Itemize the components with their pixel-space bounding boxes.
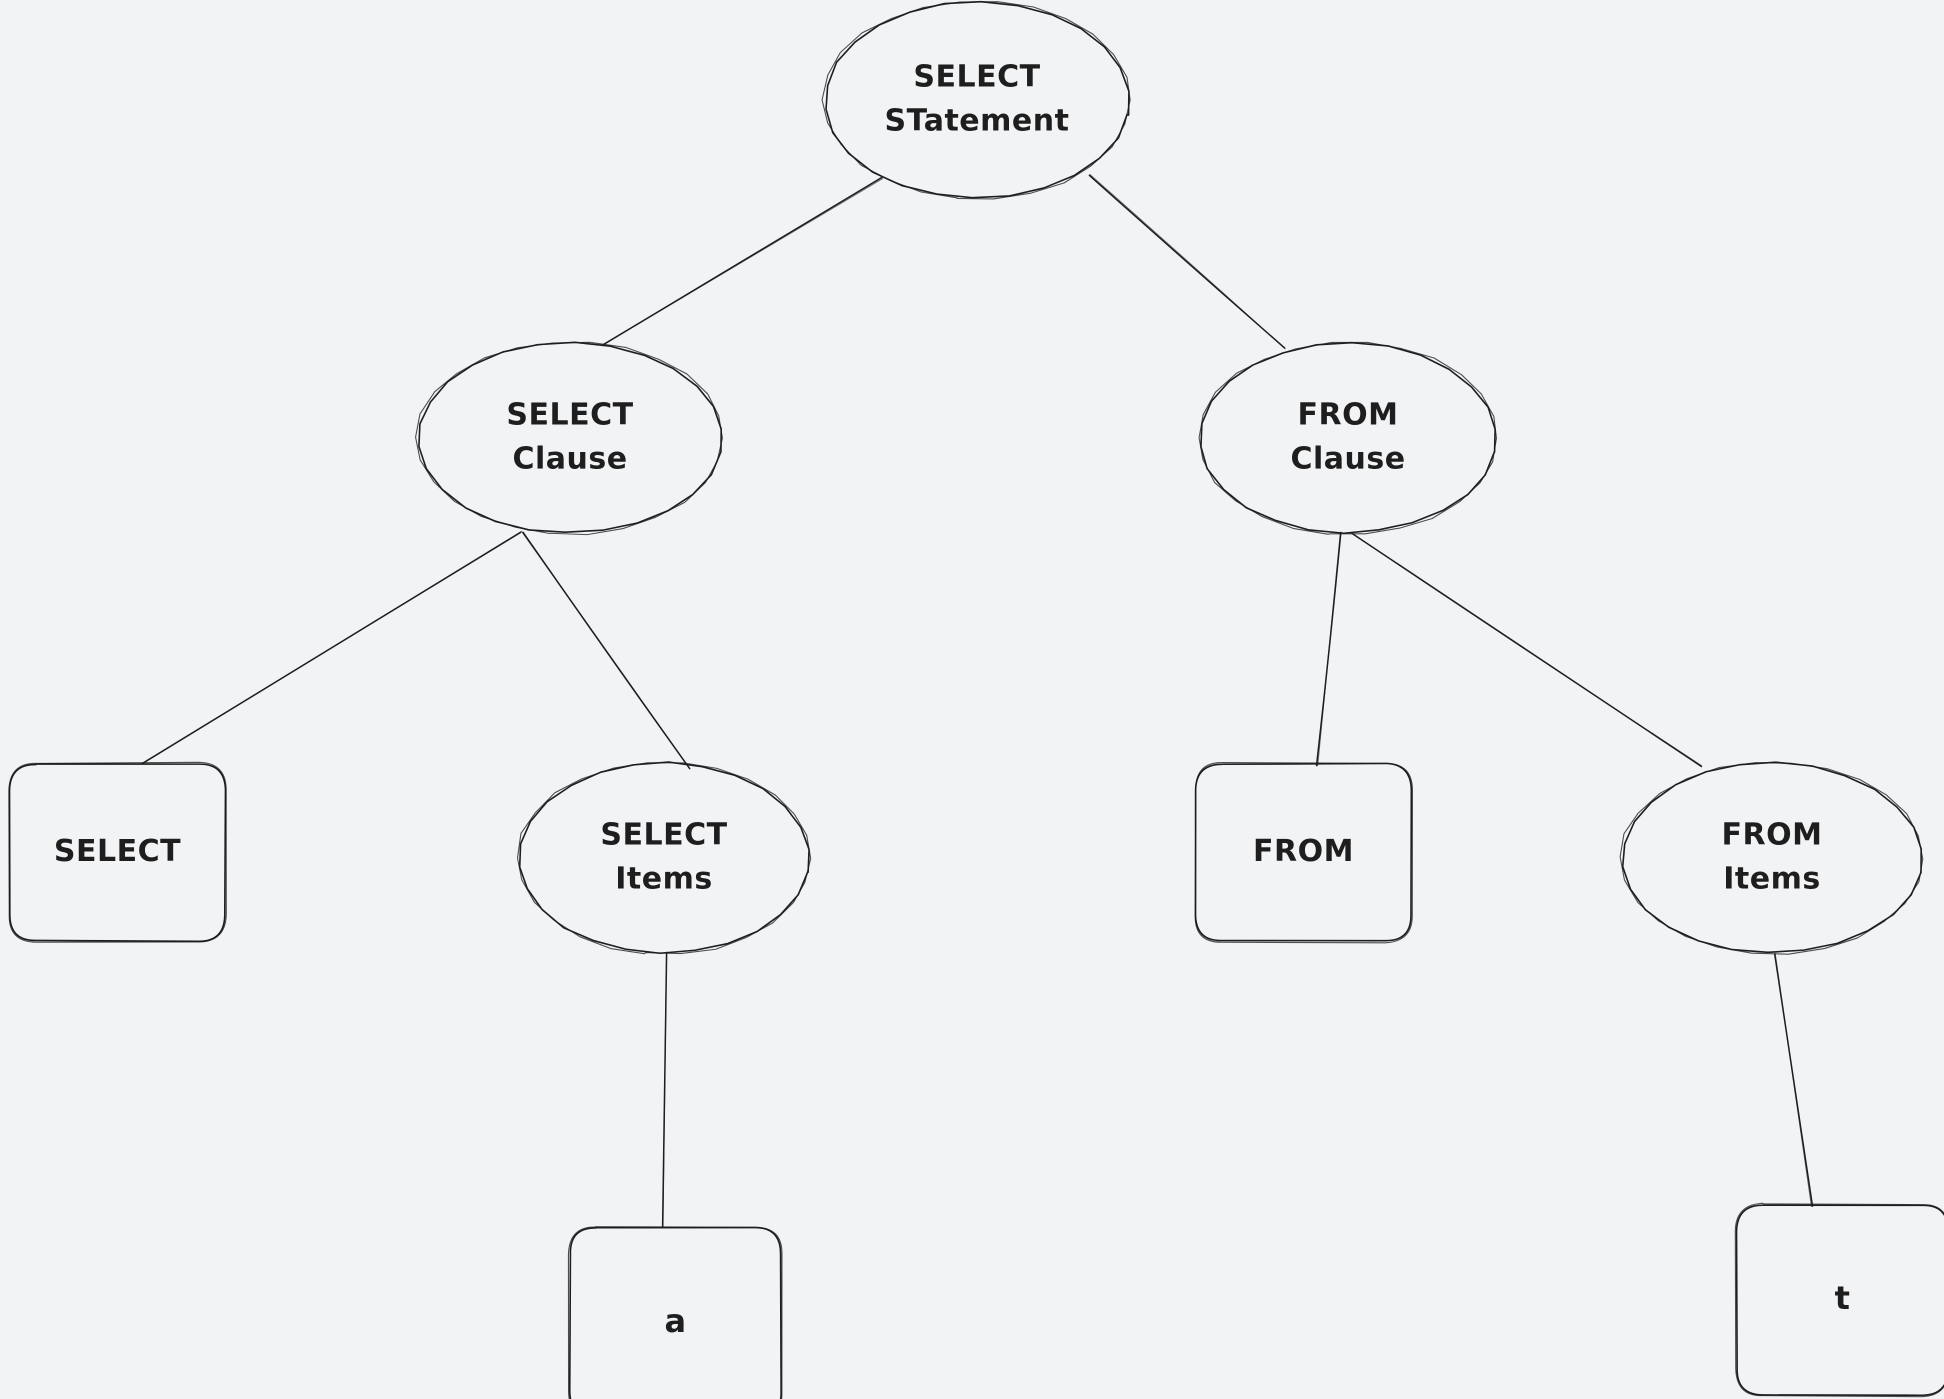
node-from-clause[interactable]: FROM Clause	[1198, 341, 1497, 535]
node-label-line2: Items	[1723, 862, 1820, 897]
node-outline-primary	[568, 1226, 782, 1399]
node-outline-secondary	[516, 762, 812, 955]
node-label-line1: SELECT	[506, 398, 633, 433]
node-outline-secondary	[567, 1226, 783, 1399]
edge-from-clause-to-from-terminal	[1315, 531, 1342, 767]
node-leaf-t[interactable]: t	[1734, 1202, 1944, 1398]
node-label-line1: SELECT	[600, 818, 727, 853]
node-outline-secondary	[1734, 1202, 1944, 1398]
edge-from-items-to-leaf-t	[1774, 952, 1814, 1207]
node-outline-primary	[825, 0, 1130, 199]
edge-root-to-select-clause	[602, 176, 884, 346]
edge-stroke-secondary	[1089, 173, 1286, 350]
edge-stroke-secondary	[1774, 952, 1812, 1207]
edge-select-clause-to-select-terminal	[141, 530, 523, 765]
node-label-line1: SELECT	[54, 834, 181, 869]
node-outline-secondary	[821, 1, 1131, 200]
node-outline-primary	[1735, 1204, 1944, 1397]
edge-select-clause-to-select-items	[521, 531, 691, 770]
edge-from-clause-to-from-items	[1351, 532, 1703, 768]
node-outline-primary	[1200, 341, 1496, 535]
edge-stroke-secondary	[1317, 531, 1341, 767]
node-outline-secondary	[8, 761, 227, 943]
edges-layer	[141, 173, 1814, 1229]
node-outline-primary	[418, 341, 723, 534]
edge-stroke-secondary	[662, 953, 667, 1228]
node-select-clause[interactable]: SELECT Clause	[415, 341, 723, 536]
node-label-line1: a	[664, 1302, 686, 1340]
nodes-layer: SELECTSTatementSELECTClauseFROMClauseSEL…	[8, 0, 1944, 1399]
node-label-line2: Clause	[1290, 442, 1405, 477]
node-label-line1: SELECT	[913, 60, 1040, 95]
node-outline-secondary	[415, 341, 723, 536]
node-from-items[interactable]: FROM Items	[1619, 761, 1924, 955]
edge-root-to-from-clause	[1088, 173, 1286, 350]
node-outline-secondary	[1198, 341, 1497, 535]
node-outline-primary	[1621, 761, 1922, 954]
node-select-items[interactable]: SELECT Items	[516, 761, 812, 955]
node-label-line2: Items	[615, 862, 712, 897]
node-select-statement[interactable]: SELECT STatement	[821, 0, 1131, 200]
edge-stroke-secondary	[1352, 533, 1702, 767]
node-label-line1: t	[1835, 1279, 1851, 1317]
node-label-line1: FROM	[1253, 834, 1354, 869]
node-outline-secondary	[1619, 762, 1924, 955]
edge-stroke-secondary	[603, 178, 884, 345]
edge-stroke-secondary	[521, 531, 691, 770]
node-select-terminal[interactable]: SELECT	[8, 761, 227, 943]
node-from-terminal[interactable]: FROM	[1194, 762, 1414, 944]
node-outline-secondary	[1194, 762, 1414, 944]
edge-stroke-secondary	[142, 530, 523, 765]
node-label-line2: STatement	[885, 104, 1070, 139]
node-label-line1: FROM	[1298, 398, 1399, 433]
node-outline-primary	[518, 761, 810, 955]
node-label-line1: FROM	[1722, 818, 1823, 853]
edge-select-items-to-leaf-a	[661, 951, 668, 1229]
node-leaf-a[interactable]: a	[567, 1226, 783, 1399]
node-outline-primary	[8, 763, 227, 943]
node-label-line2: Clause	[512, 442, 627, 477]
